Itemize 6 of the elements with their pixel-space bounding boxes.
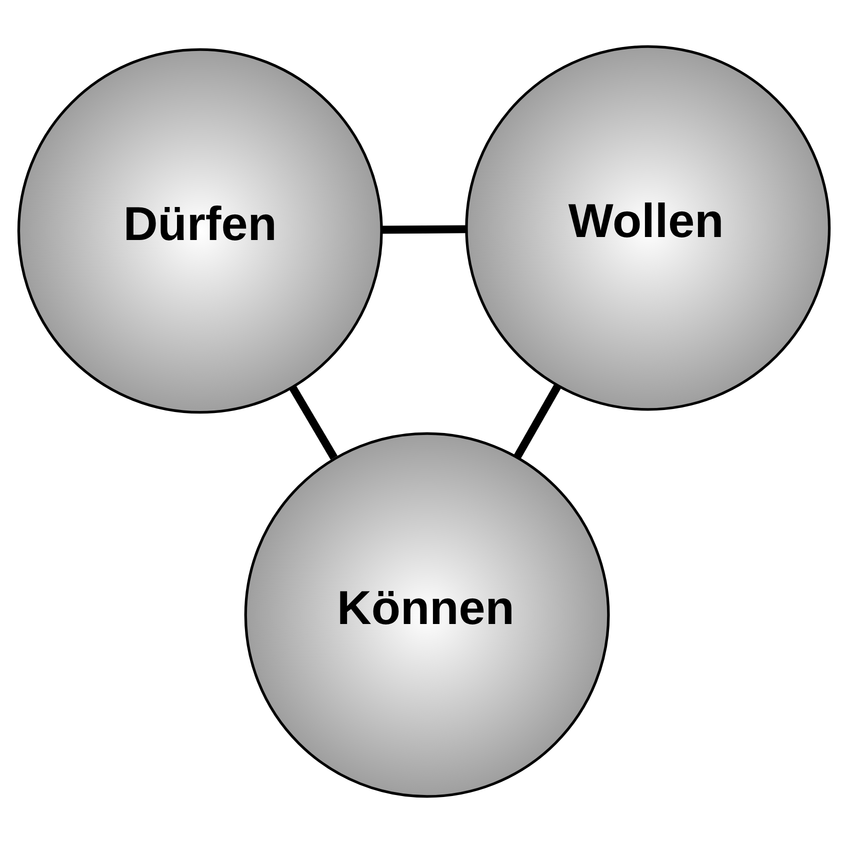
node-circle: Können	[244, 432, 610, 798]
connector	[382, 224, 466, 234]
node-circle: Dürfen	[17, 48, 383, 414]
connector	[514, 384, 561, 459]
connector	[289, 384, 338, 460]
node-circle: Wollen	[465, 44, 831, 410]
